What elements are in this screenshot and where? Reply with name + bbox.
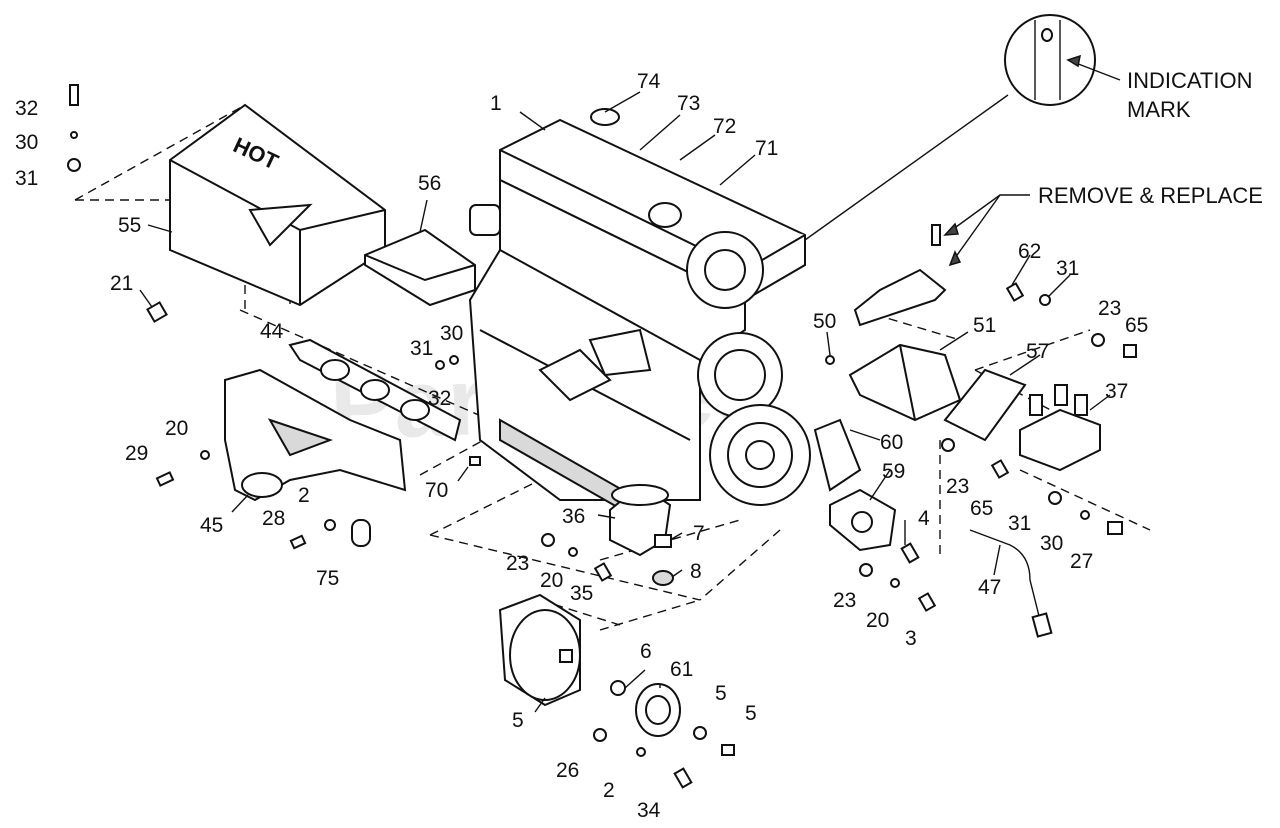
remove-replace-label: REMOVE & REPLACE xyxy=(1038,183,1263,208)
callout-34: 34 xyxy=(637,799,661,822)
callout-31d: 31 xyxy=(1008,512,1031,535)
callout-5b: 5 xyxy=(715,682,727,705)
callout-30b: 30 xyxy=(440,322,463,345)
callout-62: 62 xyxy=(1018,240,1041,263)
timing-belt-cover xyxy=(813,418,897,552)
callout-55: 55 xyxy=(118,214,141,237)
callout-26: 26 xyxy=(556,759,579,782)
callout-6: 6 xyxy=(640,640,652,663)
callout-32b: 32 xyxy=(428,387,451,410)
callout-50: 50 xyxy=(813,310,836,333)
callout-21: 21 xyxy=(110,272,133,295)
callout-71: 71 xyxy=(755,137,778,160)
callout-44: 44 xyxy=(260,320,284,343)
exhaust-manifold xyxy=(224,368,407,502)
heat-shield: HOT xyxy=(169,103,386,307)
ignition-bracket xyxy=(943,368,1027,442)
mounting-bracket xyxy=(848,343,962,422)
callout-59: 59 xyxy=(882,460,905,483)
indication-mark-label-line1: INDICATION xyxy=(1127,68,1252,93)
hardware xyxy=(67,84,1137,789)
indication-mark-label-line2: MARK xyxy=(1127,97,1191,122)
callout-65: 65 xyxy=(1125,314,1148,337)
callout-28: 28 xyxy=(262,507,285,530)
manifold-gasket xyxy=(288,338,462,442)
callout-36: 36 xyxy=(562,505,585,528)
callout-23d: 23 xyxy=(833,589,856,612)
callouts: 32 30 31 55 56 21 44 30 31 32 29 20 45 2… xyxy=(15,70,1148,822)
callout-45: 45 xyxy=(200,514,223,537)
belt-guard xyxy=(853,268,947,327)
callout-31: 31 xyxy=(15,167,38,190)
callout-31b: 31 xyxy=(410,337,433,360)
alternator-pulley xyxy=(635,683,681,737)
indication-mark-detail xyxy=(804,14,1121,241)
callout-30: 30 xyxy=(15,131,38,154)
callout-57: 57 xyxy=(1026,340,1049,363)
callout-2: 2 xyxy=(298,484,310,507)
callout-73: 73 xyxy=(677,92,700,115)
engine-block xyxy=(468,108,811,522)
callout-30c: 30 xyxy=(1040,532,1063,555)
callout-5c: 5 xyxy=(745,702,757,725)
alternator xyxy=(498,593,581,707)
callout-8: 8 xyxy=(690,560,702,583)
callout-35: 35 xyxy=(570,582,593,605)
callout-60: 60 xyxy=(880,431,903,454)
callout-1: 1 xyxy=(490,92,502,115)
callout-20b: 20 xyxy=(540,569,563,592)
callout-37: 37 xyxy=(1105,380,1128,403)
ignition-coil xyxy=(1019,384,1101,472)
callout-56: 56 xyxy=(418,172,441,195)
callout-65b: 65 xyxy=(970,497,993,520)
remove-replace-leader xyxy=(943,194,1030,267)
callout-32: 32 xyxy=(15,97,38,120)
callout-20: 20 xyxy=(165,417,188,440)
callout-23: 23 xyxy=(1098,297,1121,320)
callout-7: 7 xyxy=(693,522,705,545)
sensor-wire xyxy=(969,529,1053,638)
callout-3: 3 xyxy=(905,627,917,650)
callout-72: 72 xyxy=(713,115,736,138)
callout-20c: 20 xyxy=(866,609,889,632)
callout-23c: 23 xyxy=(506,552,529,575)
oil-pressure-sender xyxy=(652,534,674,586)
callout-27: 27 xyxy=(1070,550,1093,573)
callout-4: 4 xyxy=(918,507,930,530)
callout-23b: 23 xyxy=(946,475,969,498)
callout-2b: 2 xyxy=(603,779,615,802)
callout-61: 61 xyxy=(670,658,693,681)
callout-47: 47 xyxy=(978,576,1001,599)
callout-75: 75 xyxy=(316,567,339,590)
callout-74: 74 xyxy=(637,70,661,93)
callout-leaders xyxy=(139,91,1111,713)
callout-5: 5 xyxy=(512,709,524,732)
callout-29: 29 xyxy=(125,442,148,465)
callout-70: 70 xyxy=(425,479,448,502)
callout-51: 51 xyxy=(973,314,996,337)
callout-31c: 31 xyxy=(1056,257,1079,280)
